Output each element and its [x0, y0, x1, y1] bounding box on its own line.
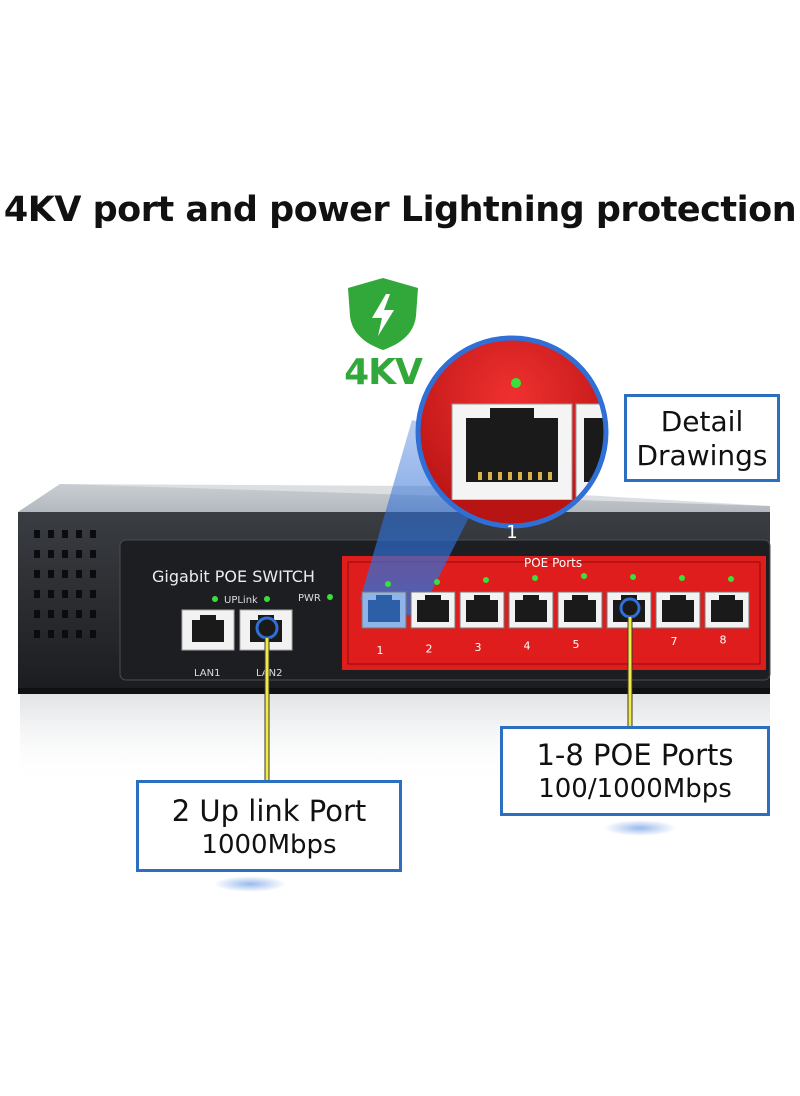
poe-led — [532, 575, 538, 581]
poe-port: 8 — [704, 576, 750, 647]
shadow-glow — [214, 876, 286, 892]
brand-label: Gigabit POE SWITCH — [152, 567, 315, 586]
zoom-led — [511, 378, 521, 388]
poe-port: 4 — [508, 575, 554, 653]
uplink-led — [212, 596, 218, 602]
poe-port-number: 4 — [524, 640, 531, 653]
poe-port: 3 — [459, 577, 505, 654]
lightning-shield-icon — [348, 278, 418, 350]
power-led-label: PWR — [298, 593, 321, 604]
poe-port: 2 — [410, 579, 456, 656]
poe-port-row: 1 2 3 4 5 7 8 — [361, 573, 750, 657]
callout-subtitle: 100/1000Mbps — [538, 774, 732, 804]
zoom-detail-circle: 1 — [415, 335, 609, 543]
poe-led — [630, 574, 636, 580]
poe-port: 5 — [557, 573, 603, 651]
uplink-led-label: UPLink — [224, 595, 258, 606]
detail-drawings-callout: Detail Drawings — [624, 394, 780, 482]
callout-subtitle: 1000Mbps — [201, 830, 337, 860]
poe-led — [679, 575, 685, 581]
poe-led — [483, 577, 489, 583]
uplink-port-1 — [181, 609, 235, 651]
lightning-badge: 4KV — [340, 276, 426, 406]
poe-port-number: 8 — [720, 634, 727, 647]
poe-led — [434, 579, 440, 585]
poe-ports-callout: 1-8 POE Ports 100/1000Mbps — [500, 726, 770, 816]
poe-led — [385, 581, 391, 587]
vent-grille — [34, 530, 96, 638]
poe-port-number: 7 — [671, 635, 678, 648]
poe-led — [728, 576, 734, 582]
shadow-glow — [604, 820, 676, 836]
callout-line: Drawings — [636, 439, 768, 472]
lan1-label: LAN1 — [194, 668, 220, 679]
uplink-led — [264, 596, 270, 602]
poe-port: 1 — [361, 581, 407, 657]
uplink-callout: 2 Up link Port 1000Mbps — [136, 780, 402, 872]
callout-title: 1-8 POE Ports — [536, 738, 734, 772]
poe-ports-label: POE Ports — [524, 556, 582, 570]
headline: 4KV port and power Lightning protection — [3, 190, 797, 230]
poe-port-number: 1 — [377, 644, 384, 657]
power-led — [327, 594, 333, 600]
callout-title: 2 Up link Port — [171, 794, 367, 828]
poe-port: 7 — [655, 575, 701, 648]
poe-port-number: 5 — [573, 638, 580, 651]
zoom-port-number: 1 — [506, 522, 517, 543]
poe-port-number: 2 — [426, 643, 433, 656]
poe-port-number: 3 — [475, 641, 482, 654]
poe-led — [581, 573, 587, 579]
kv-label: 4KV — [344, 352, 423, 393]
callout-line: Detail — [660, 405, 744, 438]
